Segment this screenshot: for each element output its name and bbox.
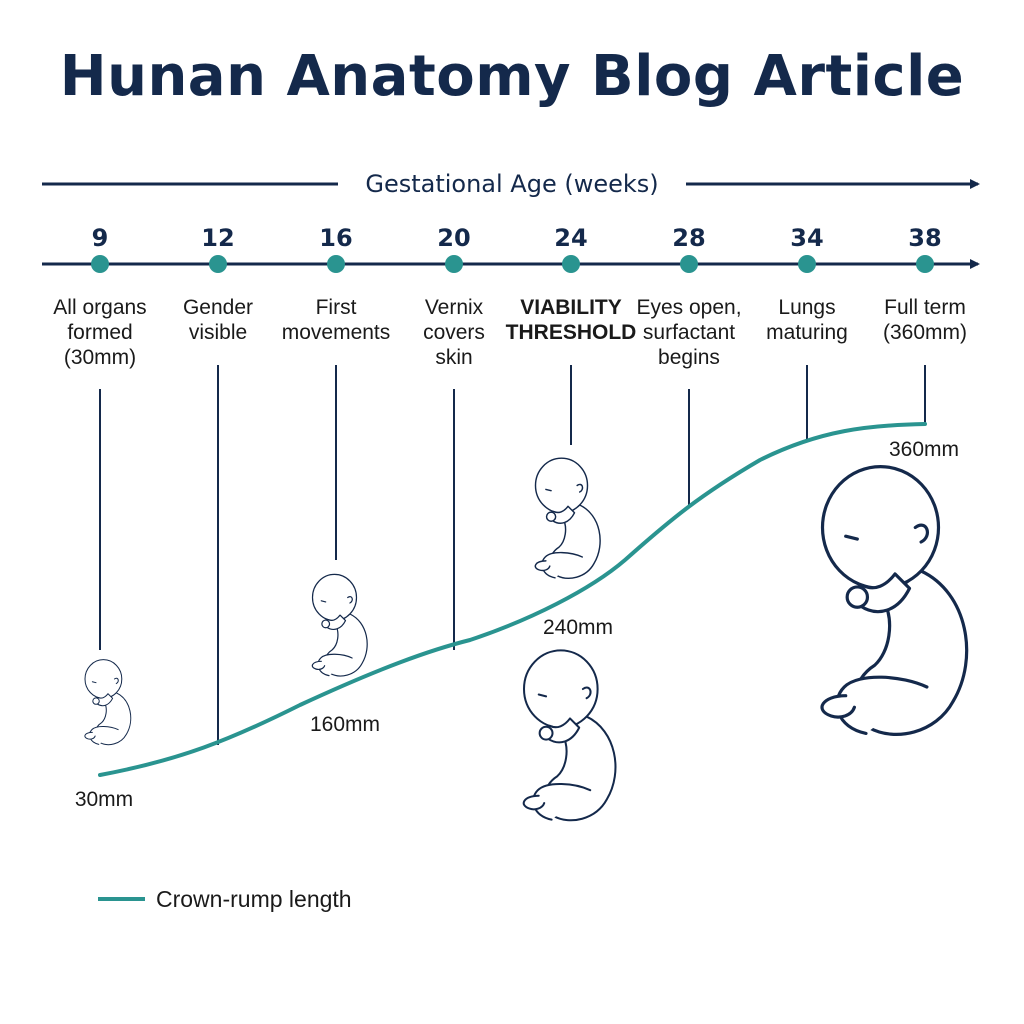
viability-threshold-label: THRESHOLD — [506, 321, 637, 344]
milestone-description: surfactant — [643, 321, 735, 344]
milestone-description: covers — [423, 321, 485, 344]
fetus-icon — [820, 465, 969, 736]
week-label: 12 — [201, 224, 234, 252]
week-label: 20 — [437, 224, 470, 252]
crown-rump-length-curve — [98, 422, 927, 777]
curve-label-30mm: 30mm — [75, 788, 133, 811]
milestone-description: Vernix — [425, 296, 484, 319]
milestone-description: (360mm) — [883, 321, 967, 344]
week-label: 28 — [672, 224, 705, 252]
week-marker — [91, 255, 109, 273]
milestone-description: formed — [67, 321, 132, 344]
milestone-description: maturing — [766, 321, 848, 344]
week-marker — [445, 255, 463, 273]
week-label: 16 — [319, 224, 352, 252]
week-marker — [680, 255, 698, 273]
milestone-description: begins — [658, 346, 720, 369]
milestone-description: Gender — [183, 296, 253, 319]
milestone-description: All organs — [53, 296, 146, 319]
week-label: 38 — [908, 224, 941, 252]
milestone-description: First — [316, 296, 357, 319]
week-label: 34 — [790, 224, 823, 252]
week-marker — [327, 255, 345, 273]
week-marker — [916, 255, 934, 273]
curve-label-240mm: 240mm — [543, 616, 613, 639]
fetus-icon — [534, 457, 601, 579]
milestone-description: skin — [435, 346, 472, 369]
fetus-icon — [311, 573, 368, 677]
week-marker — [798, 255, 816, 273]
milestone-description: Eyes open, — [636, 296, 741, 319]
milestone-description: visible — [189, 321, 247, 344]
week-marker — [209, 255, 227, 273]
curve-label-360mm: 360mm — [889, 438, 959, 461]
milestone-description: Lungs — [778, 296, 835, 319]
week-marker — [562, 255, 580, 273]
milestone-description: (30mm) — [64, 346, 136, 369]
curve-label-160mm: 160mm — [310, 713, 380, 736]
week-label: 9 — [92, 224, 109, 252]
milestone-description: Full term — [884, 296, 966, 319]
fetus-icon — [84, 659, 132, 746]
page-title: Hunan Anatomy Blog Article — [59, 44, 965, 109]
viability-threshold-label: VIABILITY — [520, 296, 622, 319]
fetus-icon — [522, 649, 617, 822]
milestone-description: movements — [282, 321, 391, 344]
legend-label: Crown-rump length — [156, 886, 352, 912]
axis-title: Gestational Age (weeks) — [365, 170, 658, 198]
week-label: 24 — [554, 224, 587, 252]
